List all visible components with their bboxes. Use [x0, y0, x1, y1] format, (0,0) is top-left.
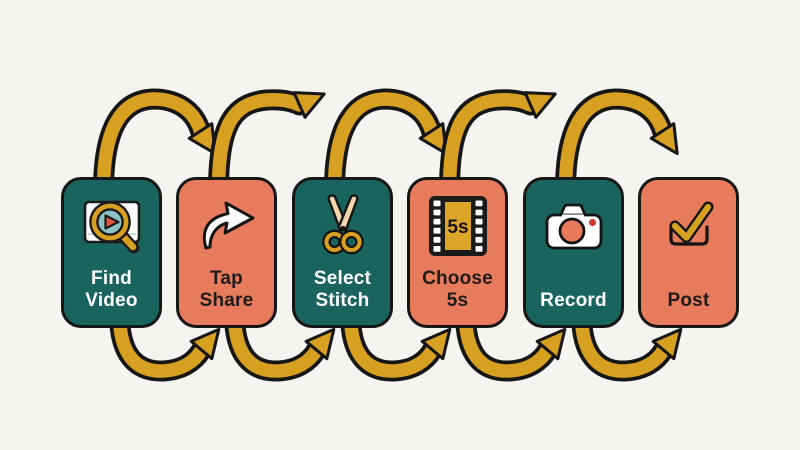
share-arrow-icon [202, 201, 254, 250]
checkmark-tray-icon [668, 201, 713, 246]
step-card-record: Record [523, 177, 624, 328]
step-card-tap-share: Tap Share [176, 177, 277, 328]
flow-arrow-top-5 [555, 88, 679, 201]
flow-arrow-bottom-2 [224, 303, 336, 382]
step-label: Find Video [85, 268, 138, 312]
flow-arrow-bottom-5 [571, 303, 683, 382]
flow-arrow-top-1 [93, 88, 217, 201]
step-card-select-stitch: Select Stitch [292, 177, 393, 328]
step-card-find-video: Find Video [61, 177, 162, 328]
film-5s-text: 5s [447, 217, 468, 238]
video-search-icon [83, 200, 140, 254]
step-label: Choose 5s [422, 268, 493, 312]
step-label: Tap Share [199, 268, 254, 312]
flow-arrow-bottom-4 [455, 303, 567, 382]
flow-arrow-top-4 [439, 89, 557, 201]
step-label: Record [540, 290, 607, 312]
flow-arrow-top-3 [324, 88, 448, 201]
scissors-icon [321, 194, 364, 255]
film-strip-icon: 5s [428, 196, 487, 256]
flow-arrow-bottom-3 [340, 303, 452, 382]
step-card-choose-5s: 5s Choose 5s [407, 177, 508, 328]
step-label: Post [667, 290, 710, 312]
camera-icon [545, 203, 602, 250]
flow-arrow-top-2 [208, 89, 326, 201]
film-sprocket-holes [433, 200, 482, 252]
step-card-post: Post [638, 177, 739, 328]
step-label: Select Stitch [313, 268, 372, 312]
flow-arrow-bottom-1 [109, 303, 221, 382]
